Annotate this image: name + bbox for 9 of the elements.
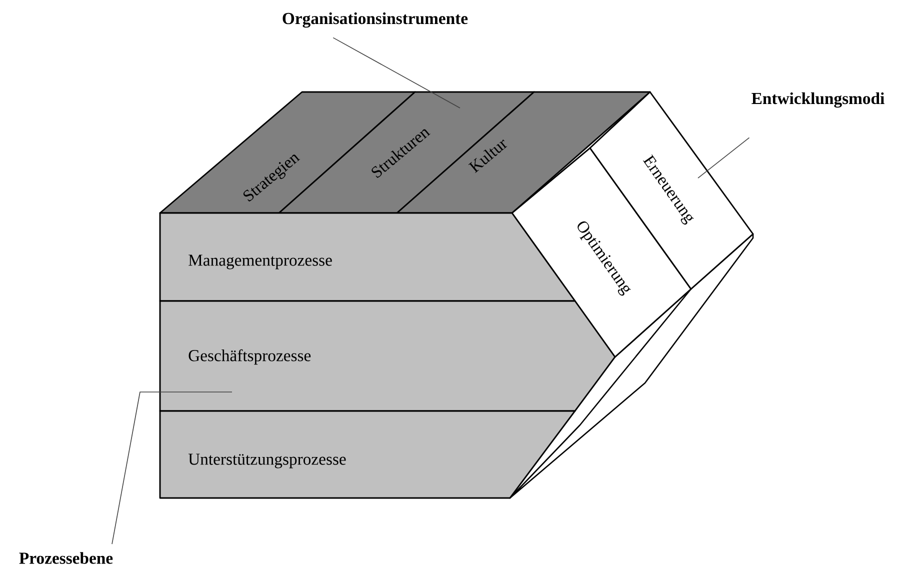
process-band: Managementprozesse <box>159 212 576 302</box>
leader-line <box>332 37 460 108</box>
label-text: Organisationsinstrumente <box>282 12 468 28</box>
process-band: Geschäftsprozesse <box>159 300 616 412</box>
leader-line <box>112 392 232 544</box>
leader-line <box>698 137 750 178</box>
process-band: Unterstützungsprozesse <box>159 410 576 499</box>
label-text: Entwicklungsmodi <box>752 92 884 108</box>
label-text: Prozessebene <box>19 552 113 564</box>
